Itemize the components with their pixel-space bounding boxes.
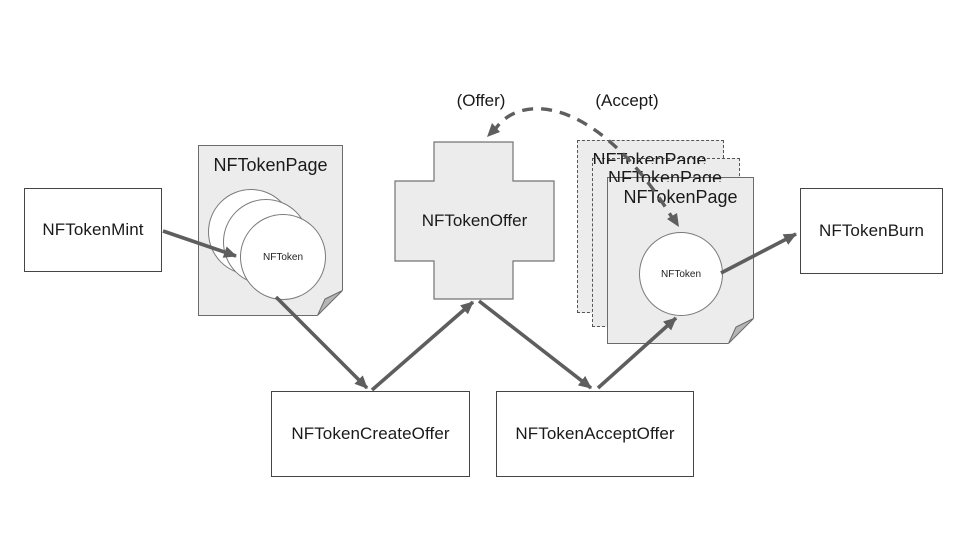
- node-nftokenmint: NFTokenMint: [24, 188, 162, 272]
- node-nftokenburn-label: NFTokenBurn: [818, 221, 925, 240]
- token-circle-front: NFToken: [240, 214, 326, 300]
- node-nftokencreateoffer: NFTokenCreateOffer: [271, 391, 470, 477]
- node-nftokenoffer: NFTokenOffer: [394, 141, 555, 300]
- node-nftokencreateoffer-label: NFTokenCreateOffer: [291, 424, 450, 443]
- page-nftokenpage-right: NFTokenPage NFToken: [607, 177, 754, 344]
- token-circle-right: NFToken: [639, 232, 723, 316]
- page-nftokenpage-left: NFTokenPage NFToken: [198, 145, 343, 316]
- node-nftokenoffer-label: NFTokenOffer: [421, 210, 528, 230]
- token-label: NFToken: [262, 251, 303, 263]
- page-fold-corner: [728, 318, 754, 344]
- fold-flap: [728, 318, 754, 344]
- arrow-createoffer-to-offer: [370, 300, 475, 392]
- page-stack-middle-title: NFTokenPage: [607, 169, 723, 182]
- page-left-title: NFTokenPage: [213, 155, 328, 175]
- page-stack-back-title: NFTokenPage: [592, 151, 707, 164]
- token-label: NFToken: [660, 268, 701, 280]
- offer-annotation: (Offer): [456, 91, 506, 110]
- arc-arrowhead-offer: [487, 123, 500, 137]
- node-nftokenburn: NFTokenBurn: [800, 188, 943, 274]
- node-nftokenmint-label: NFTokenMint: [42, 220, 144, 239]
- page-right-title: NFTokenPage: [623, 187, 738, 207]
- node-nftokenacceptoffer: NFTokenAcceptOffer: [496, 391, 694, 477]
- page-fold-corner: [317, 290, 343, 316]
- accept-annotation: (Accept): [595, 91, 659, 110]
- arrow-offer-to-acceptoffer: [477, 299, 593, 390]
- node-nftokenacceptoffer-label: NFTokenAcceptOffer: [515, 424, 675, 443]
